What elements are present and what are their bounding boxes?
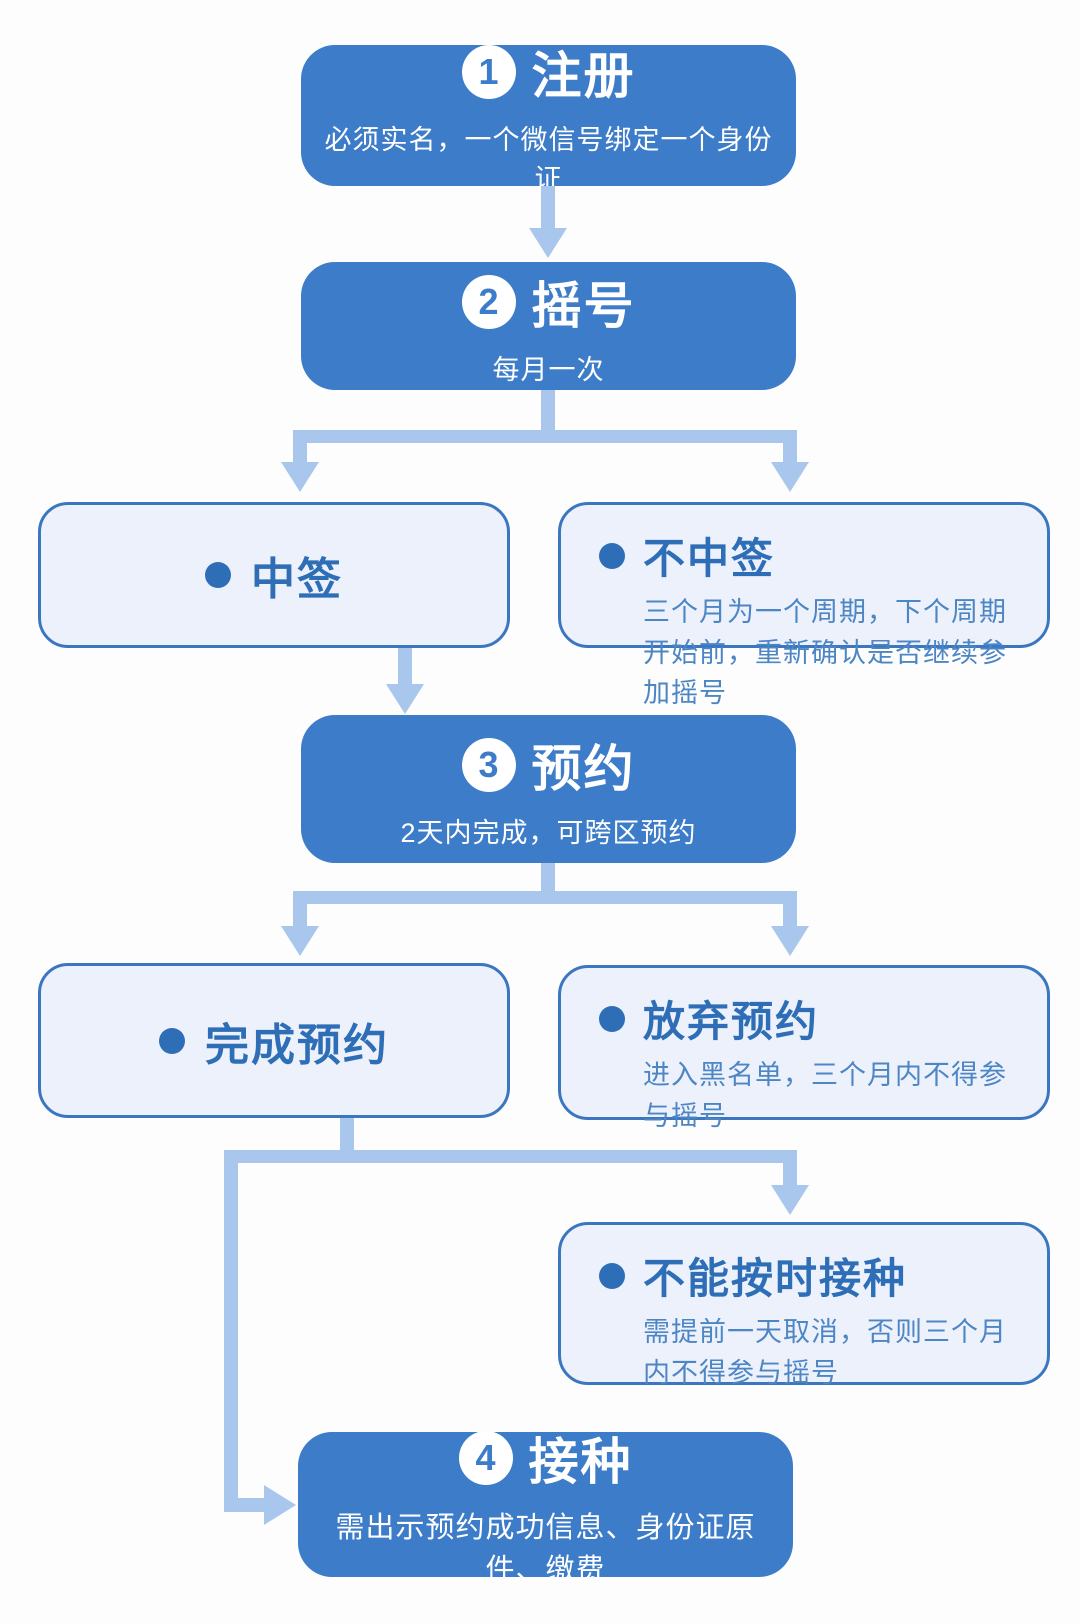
arrow-down-icon — [386, 684, 424, 714]
step1-title: 注册 — [531, 47, 636, 104]
node-title-row: 2 摇号 — [461, 266, 636, 338]
arrow-down-icon — [771, 1185, 809, 1215]
late-description: 需提前一天取消，否则三个月内不得参与摇号 — [643, 1317, 1007, 1388]
lose-title: 不中签 — [643, 535, 776, 582]
late-title: 不能按时接种 — [643, 1255, 908, 1302]
step1-number-badge: 1 — [461, 44, 516, 99]
connector-complete-to-step4-horizontal — [224, 1498, 266, 1512]
node-title-row: 4 接种 — [458, 1422, 633, 1494]
connector-step3-split-bar — [293, 891, 797, 904]
bullet-dot-icon — [205, 562, 231, 588]
step3-subtitle: 2天内完成，可跨区预约 — [400, 817, 697, 848]
step3-title: 预约 — [531, 740, 636, 797]
connector-step2-split-bar — [293, 430, 797, 443]
bullet-dot-icon — [599, 542, 625, 569]
arrow-down-icon — [771, 462, 809, 492]
abandon-title: 放弃预约 — [643, 998, 820, 1045]
node-step4-vaccinate: 4 接种 需出示预约成功信息、身份证原件、缴费 — [298, 1430, 793, 1586]
step4-number-badge: 4 — [458, 1430, 513, 1485]
connector-step3-split-stem — [541, 863, 555, 893]
connector-step1-step2-stem — [541, 186, 555, 230]
step3-number-badge: 3 — [461, 737, 516, 792]
connector-step2-split-stem — [541, 390, 555, 432]
node-title-row: 不能按时接种 — [599, 1245, 1017, 1306]
step4-subtitle: 需出示预约成功信息、身份证原件、缴费 — [335, 1511, 756, 1586]
bullet-dot-icon — [599, 1262, 625, 1289]
connector-step3-to-abandon-stem — [783, 904, 797, 928]
connector-complete-stem — [340, 1118, 354, 1152]
step2-subtitle: 每月一次 — [492, 354, 605, 385]
node-title-row: 不中签 — [599, 525, 1017, 586]
complete-title: 完成预约 — [205, 1020, 389, 1070]
arrow-down-icon — [529, 228, 567, 258]
node-step2-lottery: 2 摇号 每月一次 — [301, 262, 796, 390]
node-outcome-win: 中签 — [38, 502, 510, 648]
connector-step2-to-win-stem — [293, 443, 307, 465]
node-step1-register: 1 注册 必须实名，一个微信号绑定一个身份证 — [301, 44, 796, 194]
abandon-description: 进入黑名单，三个月内不得参与摇号 — [643, 1060, 1007, 1131]
bullet-dot-icon — [159, 1027, 185, 1054]
connector-complete-split-bar — [224, 1150, 797, 1163]
step4-title: 接种 — [528, 1433, 633, 1490]
node-title-row: 3 预约 — [461, 729, 636, 801]
lose-description: 三个月为一个周期，下个周期开始前，重新确认是否继续参加摇号 — [643, 597, 1007, 708]
node-step3-appointment: 3 预约 2天内完成，可跨区预约 — [301, 715, 796, 863]
node-outcome-lose: 不中签 三个月为一个周期，下个周期开始前，重新确认是否继续参加摇号 — [558, 502, 1050, 708]
node-outcome-abandon: 放弃预约 进入黑名单，三个月内不得参与摇号 — [558, 965, 1050, 1131]
node-title-row: 放弃预约 — [599, 988, 1017, 1049]
connector-complete-to-late-stem — [783, 1163, 797, 1187]
step1-subtitle: 必须实名，一个微信号绑定一个身份证 — [324, 124, 773, 194]
connector-win-step3-stem — [398, 648, 412, 686]
bullet-dot-icon — [599, 1005, 625, 1032]
node-outcome-late: 不能按时接种 需提前一天取消，否则三个月内不得参与摇号 — [558, 1222, 1050, 1388]
connector-step3-to-complete-stem — [293, 904, 307, 928]
step2-title: 摇号 — [531, 277, 636, 334]
step2-number-badge: 2 — [461, 274, 516, 329]
connector-complete-to-step4-vertical — [224, 1163, 238, 1512]
node-title-row: 1 注册 — [461, 36, 636, 108]
connector-step2-to-lose-stem — [783, 443, 797, 465]
arrow-down-icon — [771, 926, 809, 956]
arrow-down-icon — [281, 462, 319, 492]
arrow-down-icon — [281, 926, 319, 956]
node-outcome-complete: 完成预约 — [38, 963, 510, 1118]
arrow-right-icon — [264, 1485, 296, 1525]
win-title: 中签 — [251, 555, 343, 604]
